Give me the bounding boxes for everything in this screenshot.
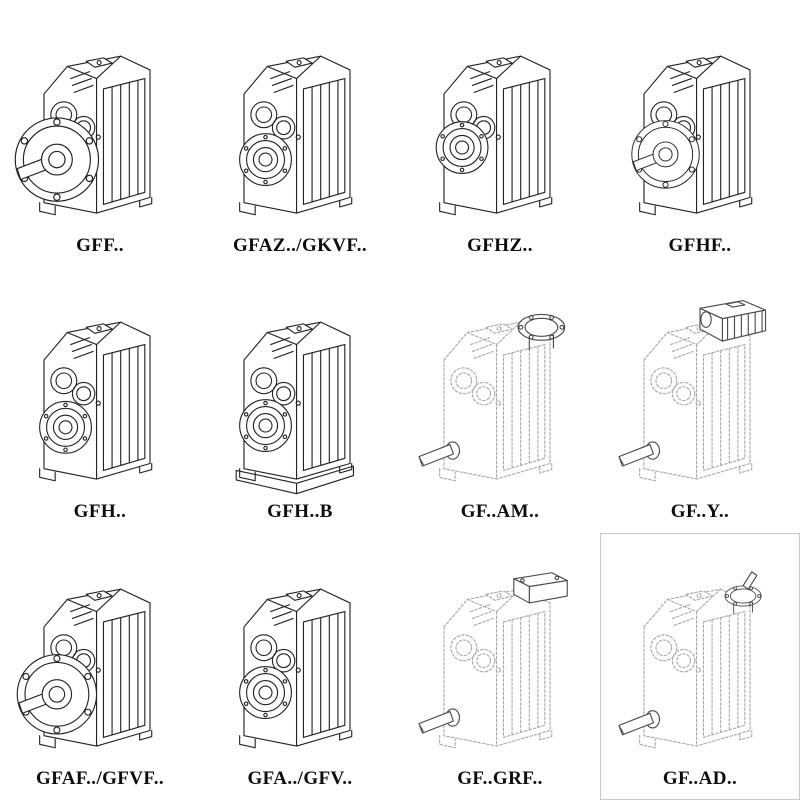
product-cell-gfa-gfv: GFA../GFV.. bbox=[200, 533, 400, 800]
gearbox-drawing-hollow-shaft bbox=[39, 321, 153, 482]
hollow-shaft-bore bbox=[239, 132, 292, 186]
product-cell-gfh: GFH.. bbox=[0, 267, 200, 534]
hollow-shaft-bore bbox=[239, 399, 292, 453]
output-flange bbox=[631, 119, 700, 189]
gearbox-drawing-ghost-top-flange bbox=[418, 314, 566, 482]
product-label: GFAF../GFVF.. bbox=[35, 767, 164, 789]
product-label: GFH..B bbox=[267, 501, 333, 523]
product-cell-gf-ad: GF..AD.. bbox=[600, 533, 800, 800]
product-label: GFHZ.. bbox=[467, 234, 533, 256]
input-shaft-stub bbox=[742, 571, 758, 590]
product-cell-gfaz-gkvf: GFAZ../GKVF.. bbox=[200, 0, 400, 267]
product-cell-gf-grf: GF..GRF.. bbox=[400, 533, 600, 800]
product-label: GF..AD.. bbox=[662, 767, 738, 789]
product-cell-gfhz: GFHZ.. bbox=[400, 0, 600, 267]
product-cell-gf-y: GF..Y.. bbox=[600, 267, 800, 534]
product-label: GFF.. bbox=[76, 234, 124, 256]
product-cell-gf-am: GF..AM.. bbox=[400, 267, 600, 534]
gearbox-drawing-output-flange bbox=[16, 588, 153, 749]
hollow-shaft-bore bbox=[39, 401, 92, 455]
gear-housing bbox=[39, 321, 153, 482]
product-cell-gfhf: GFHF.. bbox=[600, 0, 800, 267]
product-label: GFHF.. bbox=[668, 234, 732, 256]
gearbox-drawing-hollow-shaft bbox=[435, 55, 553, 215]
input-mount-block bbox=[513, 572, 568, 604]
gearbox-drawing-hollow-shaft bbox=[239, 55, 353, 215]
gearbox-drawing-hollow-shaft-baseplate bbox=[235, 321, 355, 495]
hollow-shaft-bore bbox=[435, 120, 489, 174]
output-flange bbox=[14, 117, 100, 202]
gearbox-drawing-hollow-shaft bbox=[239, 588, 353, 749]
product-cell-gff: GFF.. bbox=[0, 0, 200, 267]
gearbox-drawing-ghost-input-adapter bbox=[618, 571, 762, 749]
product-label: GF..Y.. bbox=[670, 501, 730, 523]
gearbox-drawing-output-flange bbox=[14, 55, 153, 215]
product-label: GF..AM.. bbox=[460, 501, 540, 523]
output-flange bbox=[16, 654, 98, 735]
product-label: GFH.. bbox=[73, 501, 127, 523]
product-label: GFA../GFV.. bbox=[247, 767, 353, 789]
product-cell-gfh-b: GFH..B bbox=[200, 267, 400, 534]
hollow-shaft-bore bbox=[239, 666, 292, 719]
gearbox-drawing-ghost-motor bbox=[618, 300, 767, 482]
gearbox-drawing-ghost-mount-block bbox=[418, 572, 568, 749]
gearbox-drawing-output-flange bbox=[631, 55, 753, 215]
product-label: GFAZ../GKVF.. bbox=[233, 234, 367, 256]
product-label: GF..GRF.. bbox=[457, 767, 543, 789]
product-cell-gfaf-gfvf: GFAF../GFVF.. bbox=[0, 533, 200, 800]
